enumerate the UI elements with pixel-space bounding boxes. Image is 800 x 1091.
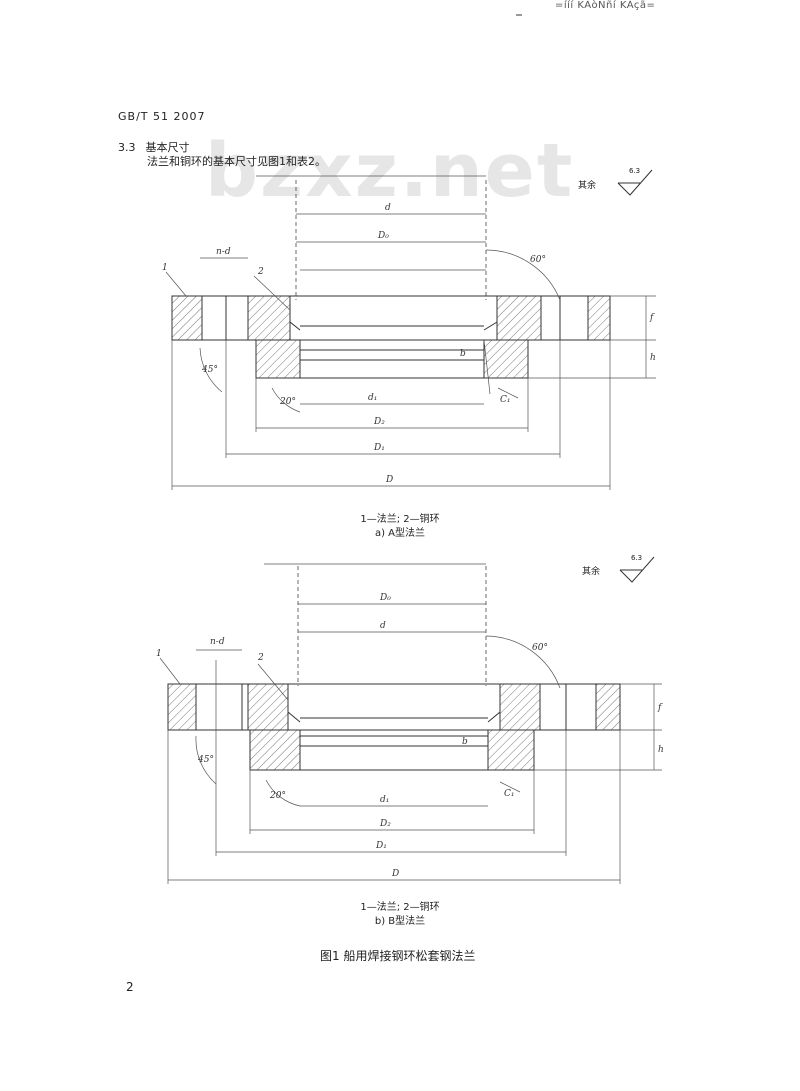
b-label-60: 60° <box>532 643 548 653</box>
b-label-D: D <box>391 869 399 879</box>
b-label-b: b <box>462 737 468 747</box>
a-label-d0: D₀ <box>377 231 389 241</box>
a-label-nd: n-d <box>216 247 231 257</box>
a-label-b: b <box>460 349 466 359</box>
a-label-d1: d₁ <box>368 393 377 403</box>
a-label-1: 1 <box>162 263 168 273</box>
header-code: =ííí KÀòÑñí KÀçã= <box>555 0 656 11</box>
roughness-symbol-a <box>617 169 653 196</box>
a-label-2: 2 <box>257 267 264 277</box>
b-label-d: d <box>380 621 386 631</box>
page-number: 2 <box>126 980 134 994</box>
b-label-f: f <box>657 703 663 713</box>
section-number: 3.3 <box>118 141 136 154</box>
figure-b-legend: 1—法兰; 2—铜环 <box>360 902 440 913</box>
a-label-f: f <box>649 313 655 323</box>
figure-a-caption: a) A型法兰 <box>374 528 426 539</box>
b-label-d0: D₀ <box>379 593 391 603</box>
a-label-60: 60° <box>530 255 546 265</box>
a-label-20: 20° <box>279 397 296 407</box>
b-label-nd: n-d <box>210 637 225 647</box>
section-title: 基本尺寸 <box>145 141 190 154</box>
a-label-D1: D₁ <box>373 443 385 453</box>
b-label-h: h <box>658 745 664 755</box>
b-label-45: 45° <box>197 755 214 765</box>
figure-caption: 图1 船用焊接钢环松套钢法兰 <box>320 949 476 963</box>
b-label-2: 2 <box>257 653 264 663</box>
intro-text: 法兰和铜环的基本尺寸见图1和表2。 <box>147 155 326 168</box>
figure-a-legend: 1—法兰; 2—铜环 <box>360 514 440 525</box>
a-label-c: C₁ <box>500 395 511 405</box>
standard-number: GB/T 51 2007 <box>118 110 206 123</box>
b-label-20: 20° <box>269 791 286 801</box>
a-label-45: 45° <box>201 365 218 375</box>
roughness-value-a: 6.3 <box>629 167 641 175</box>
b-label-d1: d₁ <box>380 795 389 805</box>
b-label-c: C₁ <box>504 789 515 799</box>
figure-b-drawing: 1 2 n-d D₀ d d₁ D₂ D₁ D 60° 45° 20° C₁ f… <box>156 556 664 884</box>
a-label-h: h <box>650 353 656 363</box>
a-label-d2: D₂ <box>373 417 385 427</box>
rest-label-a: 其余 <box>578 181 597 191</box>
header-mark <box>516 14 522 16</box>
figure-a-drawing: 1 2 n-d d D₀ d₁ D₂ D₁ D 60° 45° 20° C₁ f… <box>162 169 656 490</box>
b-label-D1: D₁ <box>375 841 387 851</box>
roughness-symbol-b <box>619 556 655 583</box>
figure-b-caption: b) B型法兰 <box>374 916 426 927</box>
roughness-value-b: 6.3 <box>631 554 643 562</box>
a-label-d: d <box>385 203 391 213</box>
section-heading: 3.3 基本尺寸 <box>118 139 190 155</box>
a-label-D: D <box>385 475 393 485</box>
b-label-1: 1 <box>156 649 162 659</box>
rest-label-b: 其余 <box>582 567 601 577</box>
watermark: bzxz.net <box>205 128 575 214</box>
b-label-d2: D₂ <box>379 819 391 829</box>
